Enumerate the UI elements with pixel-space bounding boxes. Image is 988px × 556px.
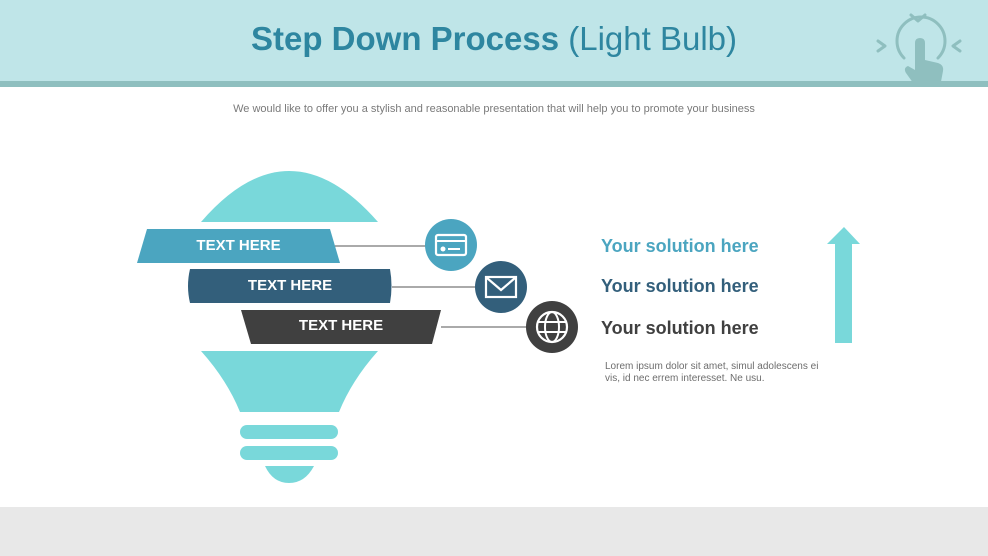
bulb-neck [201,351,378,412]
description-text: Lorem ipsum dolor sit amet, simul adoles… [605,361,819,384]
solution-3: Your solution here [601,318,759,338]
band-3-label: TEXT HERE [298,317,384,334]
band-1-label: TEXT HERE [196,237,281,254]
solution-2: Your solution here [601,276,759,296]
page-title: Step Down Process (Light Bulb) [0,20,988,58]
bulb-tip [265,466,314,483]
bulb-base-ring-2 [240,446,338,460]
footer-bar [0,507,988,556]
credit-card-icon [425,219,477,271]
band-2 [188,269,392,303]
subtitle: We would like to offer you a stylish and… [233,103,755,115]
header-stripe [0,81,988,87]
header-banner [0,0,988,81]
touch-gesture-icon [876,13,962,87]
band-1 [137,229,340,263]
light-bulb-diagram [137,171,860,483]
envelope-icon [475,261,527,313]
bulb-dome [201,171,378,222]
title-bold: Step Down Process [250,20,560,57]
band-3 [241,310,441,344]
bulb-base-ring-1 [240,425,338,439]
arrow-up-icon [827,227,860,343]
band-2-label: TEXT HERE [247,277,333,294]
solution-1: Your solution here [601,236,759,256]
globe-icon [526,301,578,353]
title-light: (Light Bulb) [559,20,738,57]
